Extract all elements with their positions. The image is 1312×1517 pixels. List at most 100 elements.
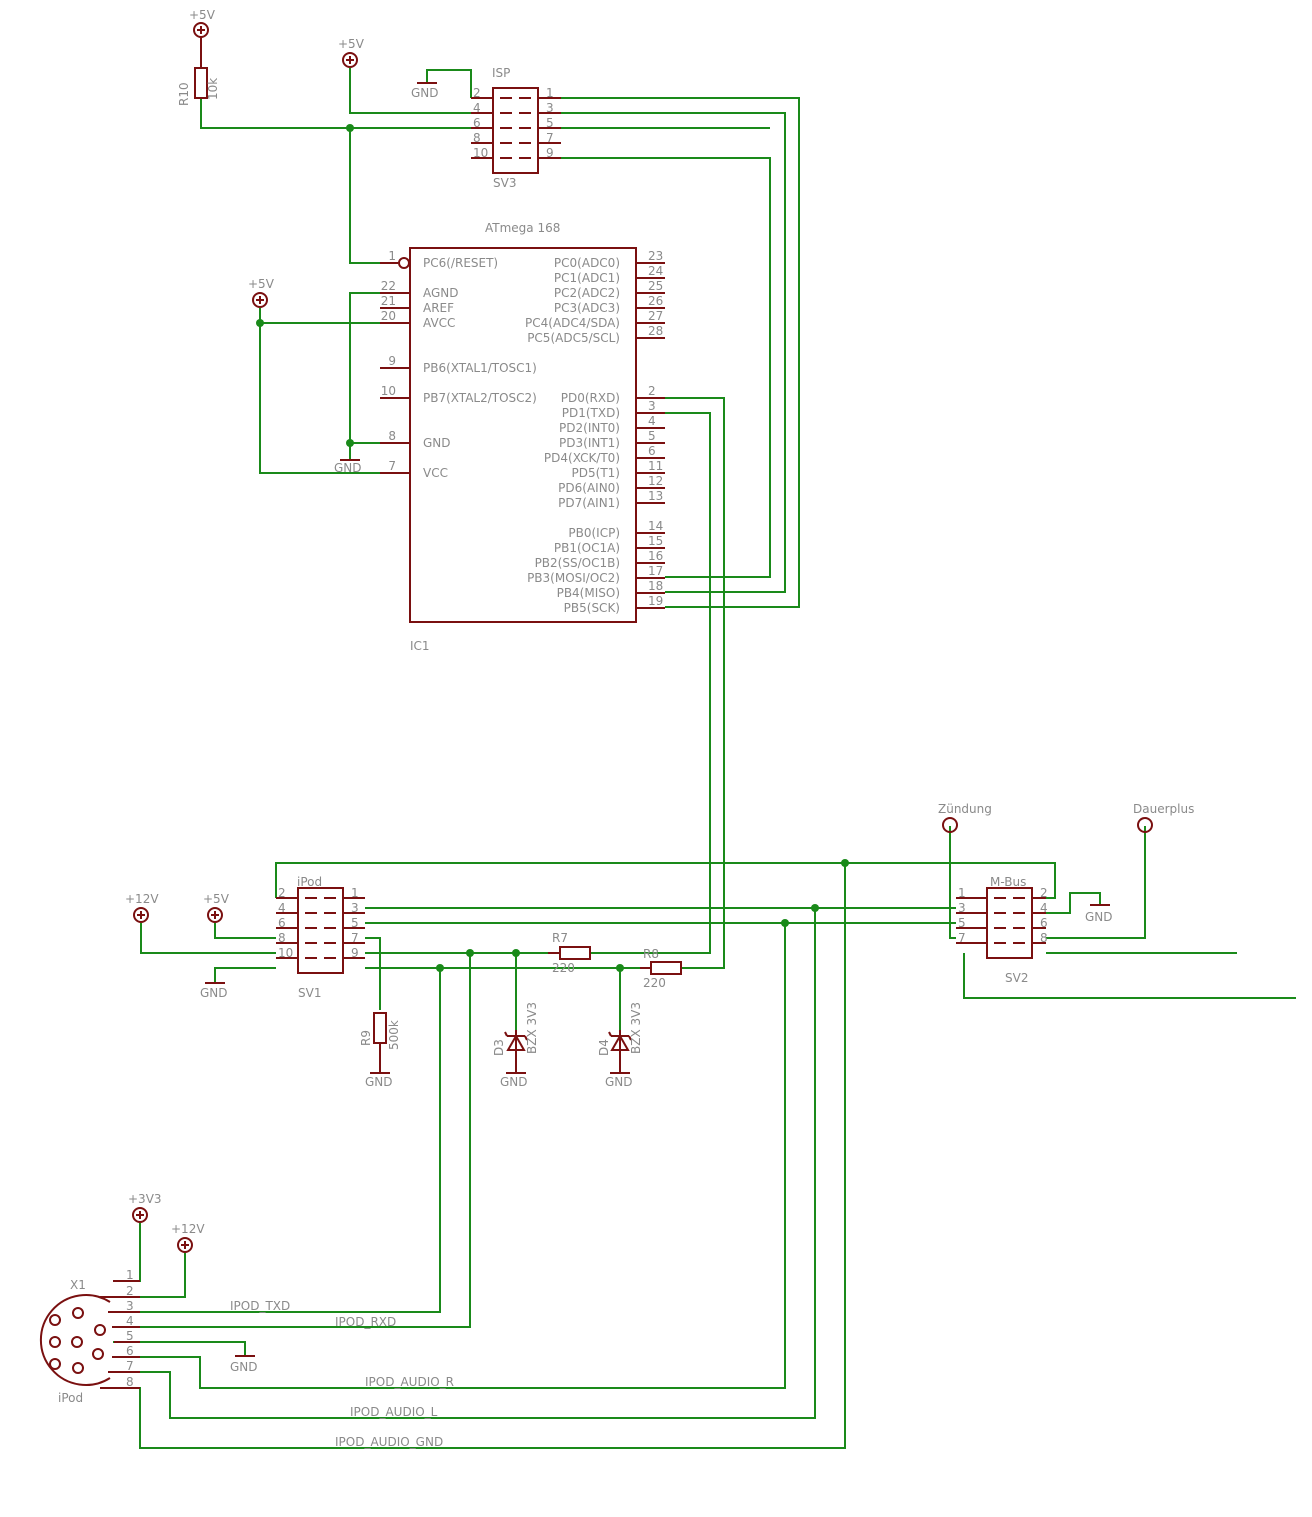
svg-text:BZX 3V3: BZX 3V3 [629,1002,643,1054]
x1-pin-number: 6 [126,1344,134,1358]
supply-label: Zündung [938,802,992,816]
ic-pin-number: 20 [381,309,396,323]
svg-text:220: 220 [643,976,666,990]
ic-pin-number: 14 [648,519,663,533]
diode-d4: D4 BZX 3V3 [597,1002,643,1056]
ic-pin-name: PD6(AIN0) [558,481,620,495]
svg-text:D3: D3 [492,1039,506,1056]
pin-number: 10 [278,946,293,960]
ic-pin-number: 3 [648,399,656,413]
ic-pin-name: PC2(ADC2) [554,286,620,300]
din-pin-hole [94,1324,106,1336]
wires [113,68,1296,1449]
ic-pin-name: AGND [423,286,459,300]
pin-number: 7 [958,931,966,945]
ic-pin-number: 4 [648,414,656,428]
din-pin-hole [71,1336,83,1348]
pin-number: 6 [473,116,481,130]
header-body [986,887,1033,959]
supply-label: +5V [338,37,365,51]
pin-number: 8 [278,931,286,945]
pin-number: 8 [1040,931,1048,945]
ic-pin-name: PB1(OC1A) [554,541,620,555]
resistor-r10: R10 10k [177,67,220,106]
ic-pin-number: 28 [648,324,663,338]
ic-pin-number: 24 [648,264,663,278]
ic-pin-name: PD1(TXD) [562,406,620,420]
svg-text:GND: GND [500,1075,528,1089]
net-ipod-audio-l: IPOD_AUDIO_L [350,1405,438,1419]
supply-label: +12V [171,1222,205,1236]
pin-number: 3 [351,901,359,915]
pin-number: 5 [546,116,554,130]
ic-pin-name: PC6(/RESET) [423,256,498,270]
pin-number: 2 [278,886,286,900]
ic-pin-number: 12 [648,474,663,488]
ic-pin-name: PC1(ADC1) [554,271,620,285]
svg-text:GND: GND [1085,910,1113,924]
supply-label: +12V [125,892,159,906]
din-pin-hole [49,1358,61,1370]
header-reference: SV2 [1005,971,1028,985]
header-name: M-Bus [990,875,1026,889]
x1-pin-number: 5 [126,1329,134,1343]
ic-pin-name: PB5(SCK) [564,601,620,615]
net-ipod-audio-gnd: IPOD_AUDIO_GND [335,1435,443,1449]
pin-number: 4 [1040,901,1048,915]
pin-number: 5 [958,916,966,930]
ic-pin-name: PD5(T1) [572,466,620,480]
ic-pin-name: PB6(XTAL1/TOSC1) [423,361,537,375]
ic-pin-name: AREF [423,301,454,315]
net-ipod-rxd: IPOD_RXD [335,1315,396,1329]
svg-text:GND: GND [605,1075,633,1089]
ic-reference: IC1 [410,639,430,653]
supply-label: +5V [189,8,216,22]
pin-number: 3 [958,901,966,915]
ic-pin-number: 22 [381,279,396,293]
ic-pin-number: 2 [648,384,656,398]
pin-number: 7 [351,931,359,945]
ic-pin-name: PC5(ADC5/SCL) [527,331,620,345]
svg-text:D4: D4 [597,1039,611,1056]
x1-pin-number: 3 [126,1299,134,1313]
din-pin-hole [49,1336,61,1348]
ic-pin-name: AVCC [423,316,455,330]
pin-number: 7 [546,131,554,145]
header-body [297,887,344,974]
ic-part-name: ATmega 168 [485,221,560,235]
ic-pin-name: GND [423,436,451,450]
din-pin-hole [72,1307,84,1319]
diode-d3: D3 BZX 3V3 [492,1002,539,1056]
x1-pin-number: 1 [126,1268,134,1282]
ic-pin-number: 10 [381,384,396,398]
din-pin-hole [49,1314,61,1326]
resistor-r9: R9 500k [359,1012,401,1050]
ic-pin-number: 25 [648,279,663,293]
supply-label: +3V3 [128,1192,162,1206]
svg-text:GND: GND [411,86,439,100]
ic-pin-number: 13 [648,489,663,503]
svg-text:220: 220 [552,961,575,975]
ic-pin-number: 18 [648,579,663,593]
svg-text:GND: GND [230,1360,258,1374]
net-ipod-audio-r: IPOD_AUDIO_R [365,1375,454,1389]
resistor-r8: R8 220 [640,947,682,990]
svg-text:R9: R9 [359,1030,373,1046]
pin-number: 3 [546,101,554,115]
svg-text:10k: 10k [206,78,220,100]
svg-text:R7: R7 [552,931,568,945]
net-labels: IPOD_TXD IPOD_RXD IPOD_AUDIO_R IPOD_AUDI… [230,1299,454,1449]
ic-pin-name: VCC [423,466,448,480]
ic-pin-name: PB7(XTAL2/TOSC2) [423,391,537,405]
x1-reference: X1 [70,1278,86,1292]
pin-number: 8 [473,131,481,145]
supply-label: Dauerplus [1133,802,1194,816]
pin-number: 6 [1040,916,1048,930]
header-reference: SV1 [298,986,321,1000]
resistor-r7: R7 220 [548,931,591,975]
pin-number: 2 [473,86,481,100]
